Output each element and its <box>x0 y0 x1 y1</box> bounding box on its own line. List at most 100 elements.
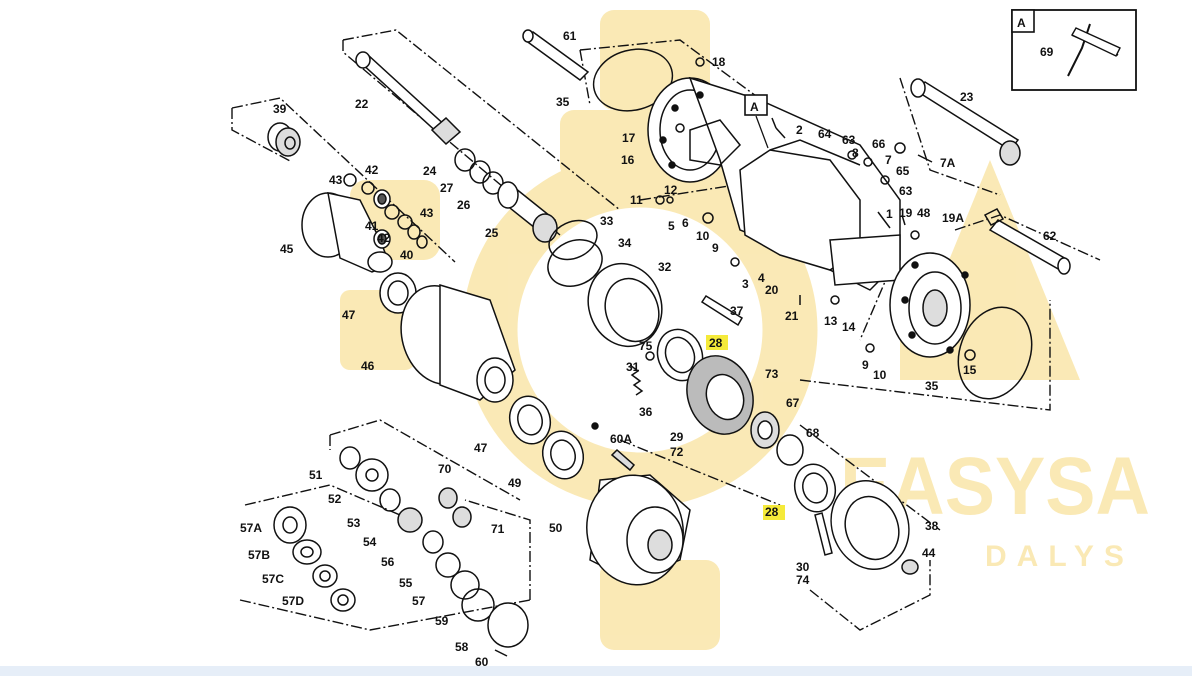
callout: 15 <box>963 363 977 377</box>
callout: 2 <box>796 123 803 137</box>
o-ring-35-right <box>957 306 1033 400</box>
callout: 27 <box>440 181 454 195</box>
callout: 57D <box>282 594 304 608</box>
callout: 56 <box>381 555 395 569</box>
callout: 62 <box>1043 229 1057 243</box>
callout: 65 <box>896 164 910 178</box>
callout: 30 <box>796 560 810 574</box>
highlight-28-bottom <box>763 505 785 520</box>
callout: 51 <box>309 468 323 482</box>
bearing-28b <box>793 463 837 513</box>
callout: 44 <box>922 546 936 560</box>
callout: 43 <box>329 173 343 187</box>
pin-37 <box>700 294 744 327</box>
group-outline <box>799 300 1051 411</box>
plug-44 <box>901 559 919 575</box>
callout: 31 <box>626 360 640 374</box>
t-handle-tool-grip <box>1071 27 1121 57</box>
callout: 37 <box>730 304 744 318</box>
view-tag-frame <box>744 94 768 116</box>
callout: 74 <box>796 573 810 587</box>
group-outline <box>859 269 891 341</box>
group-outlines <box>231 29 1101 631</box>
group-outline <box>639 184 736 201</box>
callout: 34 <box>618 236 632 250</box>
screw-75 <box>645 351 655 361</box>
callout: 20 <box>765 283 779 297</box>
ring-33 <box>548 219 598 261</box>
ring-34 <box>547 239 603 287</box>
carrier-45 <box>301 192 393 273</box>
callout: 24 <box>423 164 437 178</box>
group-outline <box>809 560 931 631</box>
callout: 68 <box>806 426 820 440</box>
callout: 4 <box>758 271 765 285</box>
detail-box-tag: A <box>1017 16 1026 30</box>
callout: 45 <box>280 242 294 256</box>
callout: 63 <box>842 133 856 147</box>
highlight-28-top <box>706 335 728 350</box>
callout: 47 <box>474 441 488 455</box>
callout: 58 <box>455 640 469 654</box>
callout: 28 <box>765 505 779 519</box>
pin-62 <box>983 208 1071 275</box>
callout: 43 <box>420 206 434 220</box>
callout: 9 <box>712 241 719 255</box>
callout: 42 <box>365 163 379 177</box>
callout: 11 <box>630 193 643 207</box>
group-outline <box>329 419 521 501</box>
callout: 10 <box>873 368 887 382</box>
callout: 59 <box>435 614 449 628</box>
callout: 25 <box>485 226 499 240</box>
callout: 54 <box>363 535 377 549</box>
spring-31 <box>629 364 644 396</box>
gear-67 <box>750 411 780 449</box>
group-outline <box>342 40 561 236</box>
group-outline <box>899 77 1001 196</box>
washers-40-43 <box>343 173 428 249</box>
group-outline <box>619 439 781 506</box>
callout: 18 <box>712 55 726 69</box>
callout: 46 <box>361 359 375 373</box>
callout: 16 <box>621 153 635 167</box>
callout: 63 <box>899 184 913 198</box>
callout: 57B <box>248 548 270 562</box>
gear-39 <box>267 122 301 157</box>
callout: 60 <box>475 655 489 669</box>
callout: 35 <box>556 95 570 109</box>
callout: 1 <box>886 207 893 221</box>
ring-68 <box>776 434 804 466</box>
bolt-30 <box>814 512 833 556</box>
callout: 12 <box>664 183 678 197</box>
callout: 42 <box>377 231 391 245</box>
sun-gear-25 <box>497 181 558 243</box>
pin-61 <box>522 29 590 81</box>
callout: 57C <box>262 572 284 586</box>
callout: 57 <box>412 594 426 608</box>
callout: 53 <box>347 516 361 530</box>
leader-line-7a <box>917 154 933 163</box>
bottom-strip <box>0 666 1192 676</box>
callout: 29 <box>670 430 684 444</box>
piston-32 <box>587 262 663 348</box>
group-outline <box>579 49 591 106</box>
view-tag-letter: A <box>750 100 759 114</box>
callout: 3 <box>742 277 749 291</box>
callout: 26 <box>457 198 471 212</box>
group-outline <box>799 424 941 531</box>
callout: 32 <box>658 260 672 274</box>
discs-29-72 <box>686 355 754 435</box>
callout: 10 <box>696 229 710 243</box>
detail-box-a: A 69 <box>1011 9 1137 91</box>
group-outline <box>244 484 401 516</box>
group-outline <box>464 499 531 600</box>
callout: 23 <box>960 90 974 104</box>
lower-left-parts <box>273 446 529 657</box>
callout: 7A <box>940 156 956 170</box>
bearing-47-low <box>508 395 552 445</box>
callout: 13 <box>824 314 838 328</box>
group-outline <box>231 108 293 163</box>
callout: 75 <box>639 339 653 353</box>
